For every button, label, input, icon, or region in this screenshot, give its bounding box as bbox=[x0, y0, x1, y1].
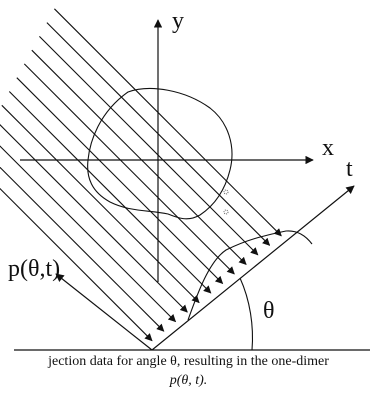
y-axis-label: y bbox=[172, 8, 184, 34]
object-outline bbox=[87, 87, 233, 220]
dot-mark bbox=[223, 189, 229, 195]
projection-ray bbox=[23, 63, 235, 275]
projection-ray bbox=[0, 124, 188, 313]
projection-ray bbox=[39, 36, 259, 256]
projection-profile bbox=[187, 230, 313, 321]
projection-ray bbox=[31, 49, 247, 265]
caption-line-1: jection data for angle θ, resulting in t… bbox=[48, 354, 329, 369]
t-axis bbox=[151, 185, 355, 351]
angle-label: θ bbox=[263, 298, 275, 324]
angle-arc bbox=[239, 277, 253, 351]
projection-ray bbox=[0, 145, 177, 323]
projection-ray bbox=[8, 91, 212, 294]
t-axis-label: t bbox=[346, 156, 353, 182]
projection-label: p(θ,t) bbox=[8, 256, 60, 282]
projection-rays bbox=[0, 8, 282, 342]
projection-ray bbox=[16, 77, 224, 285]
p-axis bbox=[55, 273, 153, 351]
x-axis-label: x bbox=[322, 135, 334, 161]
projection-ray bbox=[1, 104, 200, 304]
projection-ray bbox=[0, 166, 165, 332]
projection-ray bbox=[0, 187, 153, 342]
projection-ray bbox=[54, 8, 282, 237]
caption-line-2: p(θ, t). bbox=[169, 373, 208, 388]
dot-mark bbox=[223, 209, 229, 215]
